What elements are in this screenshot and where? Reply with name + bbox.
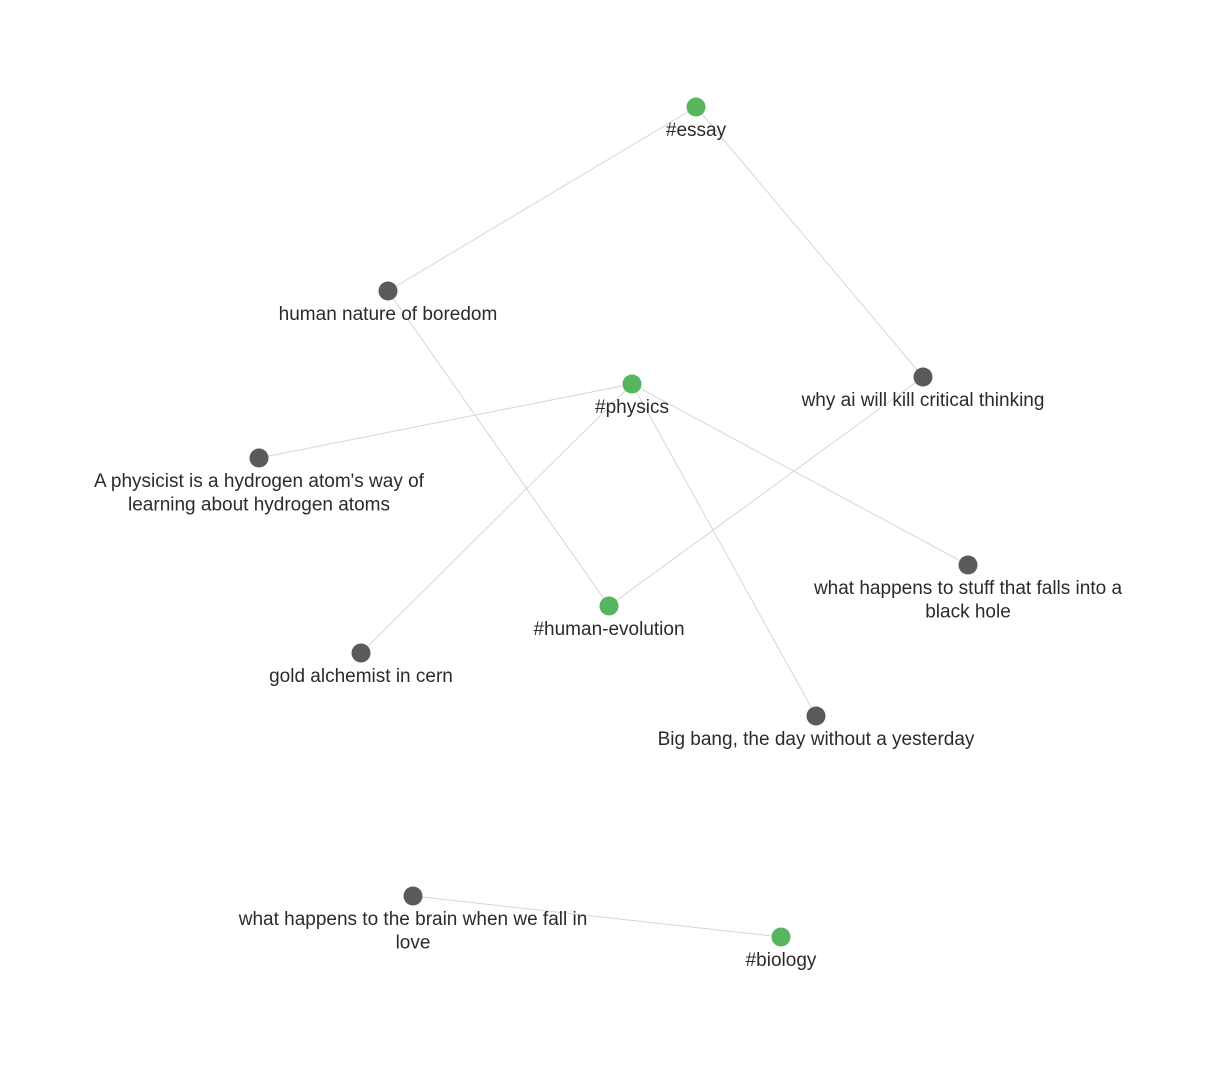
graph-node-black-hole[interactable]: what happens to stuff that falls into a b… [813,555,1123,623]
graph-nodes: #essay human nature of boredom #physics why… [94,97,1123,972]
edge-boredom-to-human-evolution [387,290,610,607]
graph-node-gold-alchemist[interactable]: gold alchemist in cern [269,643,453,688]
graph-node-essay[interactable]: #essay [666,97,727,142]
node-label-line: love [396,933,431,954]
node-label-gold-alchemist[interactable]: gold alchemist in cern [269,666,453,687]
graph-edges [258,106,969,938]
node-label-line: #biology [746,950,817,971]
node-label-ai-critical[interactable]: why ai will kill critical thinking [801,390,1045,411]
node-label-line: learning about hydrogen atoms [128,495,390,516]
graph-node-brain-love[interactable]: what happens to the brain when we fall i… [238,886,588,954]
node-label-biology[interactable]: #biology [746,950,817,971]
node-label-line: human nature of boredom [279,304,498,325]
node-label-brain-love[interactable]: what happens to the brain when we fall i… [238,909,588,954]
node-label-line: black hole [925,602,1011,623]
tag-node-dot-biology[interactable] [771,927,791,947]
edge-essay-to-ai-critical [695,106,924,378]
graph-node-physics[interactable]: #physics [595,374,669,419]
node-label-line: #physics [595,397,669,418]
graph-node-human-evolution[interactable]: #human-evolution [533,596,685,641]
graph-node-ai-critical[interactable]: why ai will kill critical thinking [801,367,1045,412]
note-node-dot-physicist-atom[interactable] [249,448,269,468]
node-label-human-evolution[interactable]: #human-evolution [533,619,684,640]
node-label-boredom[interactable]: human nature of boredom [279,304,498,325]
node-label-physics[interactable]: #physics [595,397,669,418]
tag-node-dot-essay[interactable] [686,97,706,117]
edge-ai-critical-to-human-evolution [608,376,924,607]
node-label-line: why ai will kill critical thinking [801,390,1045,411]
node-label-line: what happens to the brain when we fall i… [238,909,588,930]
node-label-black-hole[interactable]: what happens to stuff that falls into a b… [813,578,1123,623]
note-node-dot-ai-critical[interactable] [913,367,933,387]
tag-node-dot-human-evolution[interactable] [599,596,619,616]
node-label-line: what happens to stuff that falls into a [813,578,1123,599]
node-label-line: #essay [666,120,727,141]
graph-node-biology[interactable]: #biology [746,927,817,972]
edge-essay-to-boredom [387,106,697,292]
node-label-line: gold alchemist in cern [269,666,453,687]
graph-node-big-bang[interactable]: Big bang, the day without a yesterday [658,706,975,751]
note-node-dot-boredom[interactable] [378,281,398,301]
node-label-line: Big bang, the day without a yesterday [658,729,975,750]
node-label-physicist-atom[interactable]: A physicist is a hydrogen atom's way of l… [94,471,425,516]
edge-physics-to-gold-alchemist [360,383,633,654]
edge-brain-love-to-biology [412,895,782,938]
edge-physics-to-physicist-atom [258,383,633,459]
note-node-dot-black-hole[interactable] [958,555,978,575]
node-label-big-bang[interactable]: Big bang, the day without a yesterday [658,729,975,750]
node-label-line: #human-evolution [533,619,684,640]
note-node-dot-gold-alchemist[interactable] [351,643,371,663]
edge-physics-to-black-hole [631,383,969,566]
node-label-line: A physicist is a hydrogen atom's way of [94,471,425,492]
node-label-essay[interactable]: #essay [666,120,727,141]
note-node-dot-brain-love[interactable] [403,886,423,906]
note-node-dot-big-bang[interactable] [806,706,826,726]
graph-node-physicist-atom[interactable]: A physicist is a hydrogen atom's way of l… [94,448,425,516]
graph-node-boredom[interactable]: human nature of boredom [279,281,498,326]
edge-physics-to-big-bang [631,383,817,717]
tag-node-dot-physics[interactable] [622,374,642,394]
